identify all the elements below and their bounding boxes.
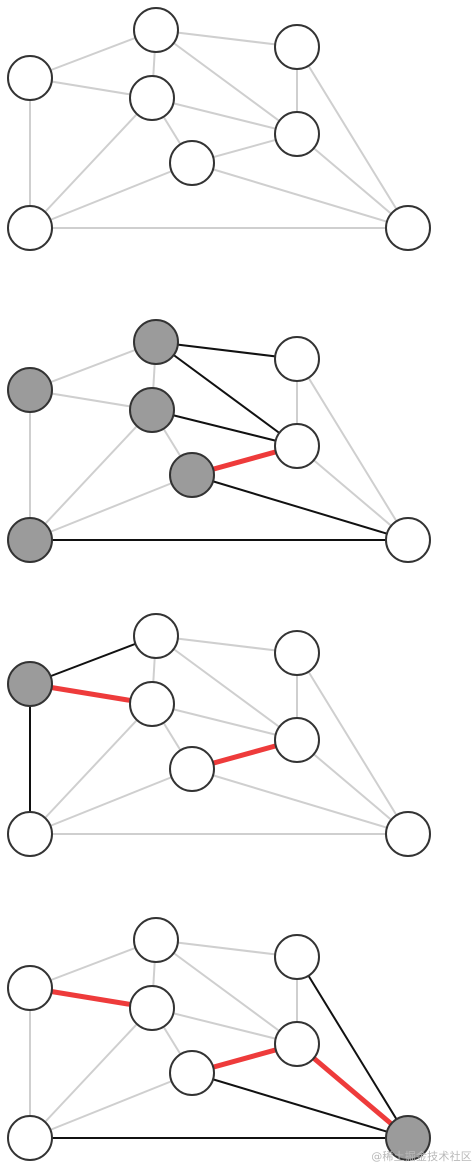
node-h-visited: [385, 1115, 431, 1161]
node-g: [7, 1115, 53, 1161]
edge-f-h-default: [296, 133, 409, 229]
panel-1: [7, 7, 431, 251]
node-d: [274, 630, 320, 676]
node-f: [274, 111, 320, 157]
edge-b-d-default: [155, 635, 298, 654]
edge-d-h-default: [296, 652, 409, 835]
watermark: @稀土掘金技术社区: [371, 1150, 472, 1163]
edge-e-g-default: [29, 768, 193, 835]
node-c: [129, 75, 175, 121]
edge-e-h-default: [191, 768, 409, 835]
node-d: [274, 336, 320, 382]
node-g: [7, 811, 53, 857]
node-h: [385, 205, 431, 251]
edge-f-h-default: [296, 739, 409, 835]
node-a: [7, 55, 53, 101]
node-e-visited: [169, 452, 215, 498]
node-d: [274, 934, 320, 980]
node-b: [133, 613, 179, 659]
edge-c-g-default: [29, 703, 153, 835]
node-b-visited: [133, 319, 179, 365]
node-f: [274, 423, 320, 469]
edge-c-g-default: [29, 409, 153, 541]
node-d: [274, 24, 320, 70]
edge-c-g-default: [29, 97, 153, 229]
node-a-visited: [7, 661, 53, 707]
edge-d-h-candidate: [296, 956, 409, 1139]
node-e: [169, 1050, 215, 1096]
edge-b-f-default: [155, 635, 298, 741]
edge-b-f-default: [155, 939, 298, 1045]
node-e: [169, 746, 215, 792]
edge-c-f-candidate: [151, 409, 298, 447]
node-b: [133, 7, 179, 53]
edge-c-f-default: [151, 1007, 298, 1045]
edge-b-d-default: [155, 29, 298, 48]
panel-2: [7, 319, 431, 563]
edge-f-h-selected: [295, 1042, 410, 1140]
node-f: [274, 717, 320, 763]
edge-b-d-candidate: [155, 341, 298, 360]
edge-e-h-candidate: [191, 1072, 409, 1139]
edge-c-g-default: [29, 1007, 153, 1139]
edge-d-h-default: [296, 358, 409, 541]
edge-c-f-default: [151, 97, 298, 135]
node-f: [274, 1021, 320, 1067]
edge-d-h-default: [296, 46, 409, 229]
node-c: [129, 681, 175, 727]
node-e: [169, 140, 215, 186]
panel-4: [7, 917, 431, 1161]
edge-b-f-default: [155, 29, 298, 135]
node-a-visited: [7, 367, 53, 413]
edge-f-h-default: [296, 445, 409, 541]
edge-c-f-default: [151, 703, 298, 741]
edge-e-g-default: [29, 1072, 193, 1139]
node-g-visited: [7, 517, 53, 563]
panel-3: [7, 613, 431, 857]
node-c-visited: [129, 387, 175, 433]
node-b: [133, 917, 179, 963]
edge-e-g-default: [29, 162, 193, 229]
node-h: [385, 517, 431, 563]
edge-b-f-candidate: [155, 341, 298, 447]
edge-e-h-candidate: [191, 474, 409, 541]
edge-b-d-default: [155, 939, 298, 958]
edge-e-g-default: [29, 474, 193, 541]
node-g: [7, 205, 53, 251]
node-a: [7, 965, 53, 1011]
node-c: [129, 985, 175, 1031]
edge-e-h-default: [191, 162, 409, 229]
node-h: [385, 811, 431, 857]
